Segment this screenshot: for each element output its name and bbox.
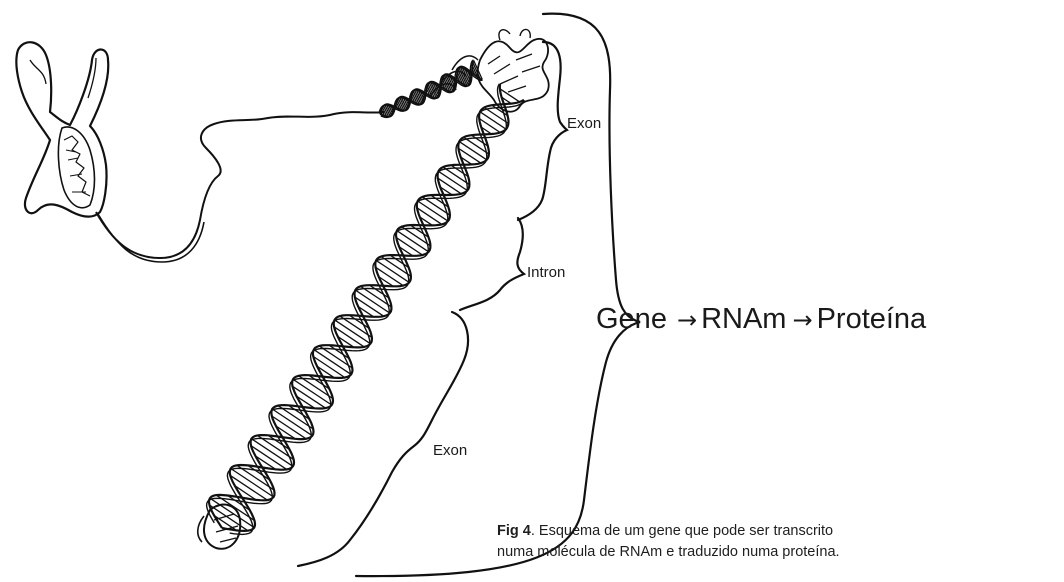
label-protein: Proteína	[817, 303, 927, 335]
caption-line-1: Fig 4. Esquema de um gene que pode ser t…	[497, 521, 1057, 542]
main-helix-strand-a	[222, 100, 524, 531]
dna-double-helix	[207, 84, 525, 535]
brace-exon-bottom	[298, 312, 468, 566]
label-rnam: RNAm	[701, 303, 786, 335]
label-gene: Gene	[596, 303, 667, 335]
dna-coil-cluster	[430, 29, 549, 111]
dna-strand-connector-2	[98, 214, 204, 262]
figure-ref: Fig 4	[497, 523, 531, 539]
gene-segment-braces	[298, 14, 640, 576]
brace-intron	[460, 218, 524, 310]
chromosome-illustration	[16, 42, 108, 216]
gene-to-protein-flow: Gene→RNAm→Proteína	[596, 305, 926, 334]
label-exon-top: Exon	[567, 116, 601, 131]
dna-helix-upper	[379, 60, 482, 117]
arrow-icon: →	[792, 306, 812, 334]
arrow-icon: →	[677, 306, 697, 334]
caption-line-2: numa molécula de RNAm e traduzido numa p…	[497, 542, 1057, 563]
label-exon-bottom: Exon	[433, 443, 467, 458]
dna-strand-connector	[96, 112, 384, 258]
figure-caption: Fig 4. Esquema de um gene que pode ser t…	[497, 521, 1057, 563]
caption-text-1: . Esquema de um gene que pode ser transc…	[531, 523, 833, 539]
label-intron: Intron	[527, 265, 565, 280]
